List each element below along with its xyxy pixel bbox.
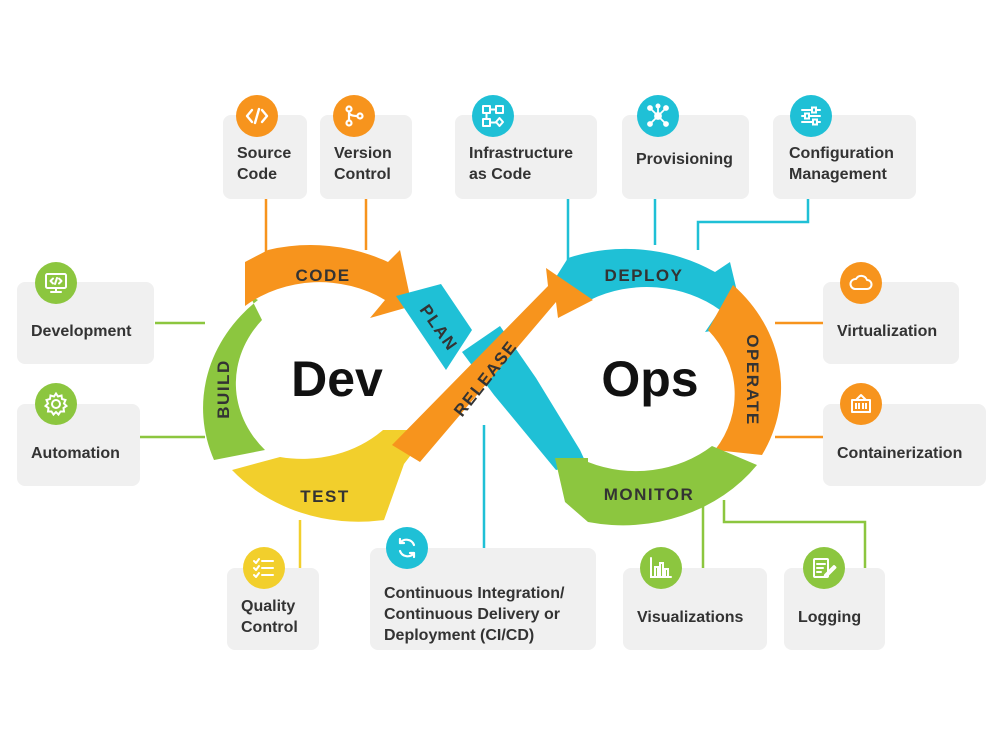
ops-title: Ops bbox=[601, 351, 698, 407]
container-icon bbox=[840, 383, 882, 425]
stage-code-segment bbox=[245, 245, 412, 318]
stage-deploy-segment bbox=[544, 248, 745, 332]
card-quality-control: Quality Control bbox=[227, 568, 319, 650]
stage-deploy-label: DEPLOY bbox=[605, 266, 684, 285]
card-logging-text: Logging bbox=[798, 608, 862, 626]
card-automation-text: Automation bbox=[31, 444, 120, 462]
card-quality-control-text: Quality Control bbox=[241, 598, 298, 636]
card-containerization: Containerization bbox=[823, 404, 986, 486]
sliders-icon bbox=[790, 95, 832, 137]
card-automation: Automation bbox=[17, 404, 140, 486]
code-brackets-icon bbox=[236, 95, 278, 137]
card-visualizations: Visualizations bbox=[623, 568, 767, 650]
card-ci-cd-text: Continuous Integration/ Continuous Deliv… bbox=[384, 584, 565, 644]
stage-code-label: CODE bbox=[295, 266, 350, 285]
card-development-text: Development bbox=[31, 322, 132, 340]
cloud-icon bbox=[840, 262, 882, 304]
stage-monitor-label: MONITOR bbox=[604, 485, 694, 504]
stage-release-segment bbox=[392, 268, 593, 462]
git-branch-icon bbox=[333, 95, 375, 137]
notepad-pencil-icon bbox=[803, 547, 845, 589]
stage-build-label: BUILD bbox=[214, 359, 233, 418]
card-provisioning-text: Provisioning bbox=[636, 150, 733, 168]
stage-monitor-segment bbox=[555, 446, 757, 526]
card-configuration-management-text: Configuration Management bbox=[789, 145, 894, 183]
connector-lines bbox=[140, 198, 867, 568]
card-virtualization-text: Virtualization bbox=[837, 322, 938, 340]
stage-operate-label: OPERATE bbox=[743, 334, 762, 425]
bar-chart-icon bbox=[640, 547, 682, 589]
stage-operate-segment bbox=[708, 285, 782, 455]
cycle-arrows-icon bbox=[386, 527, 428, 569]
connector-logging bbox=[722, 500, 867, 568]
card-visualizations-text: Visualizations bbox=[637, 608, 744, 626]
stage-test-label: TEST bbox=[300, 487, 349, 506]
gear-icon bbox=[35, 383, 77, 425]
card-source-code-text: Source Code bbox=[237, 145, 292, 183]
stage-plan-segment bbox=[396, 284, 472, 370]
card-version-control-text: Version Control bbox=[334, 145, 392, 183]
dev-title: Dev bbox=[291, 351, 383, 407]
stage-test-segment bbox=[232, 430, 430, 522]
network-diagram-icon bbox=[472, 95, 514, 137]
checklist-icon bbox=[243, 547, 285, 589]
stage-build-segment bbox=[203, 296, 265, 460]
card-containerization-text: Containerization bbox=[837, 444, 963, 462]
hub-nodes-icon bbox=[637, 95, 679, 137]
monitor-code-icon bbox=[35, 262, 77, 304]
card-infrastructure-as-code-text: Infrastructure as Code bbox=[469, 145, 574, 183]
connector-configuration bbox=[696, 198, 810, 250]
